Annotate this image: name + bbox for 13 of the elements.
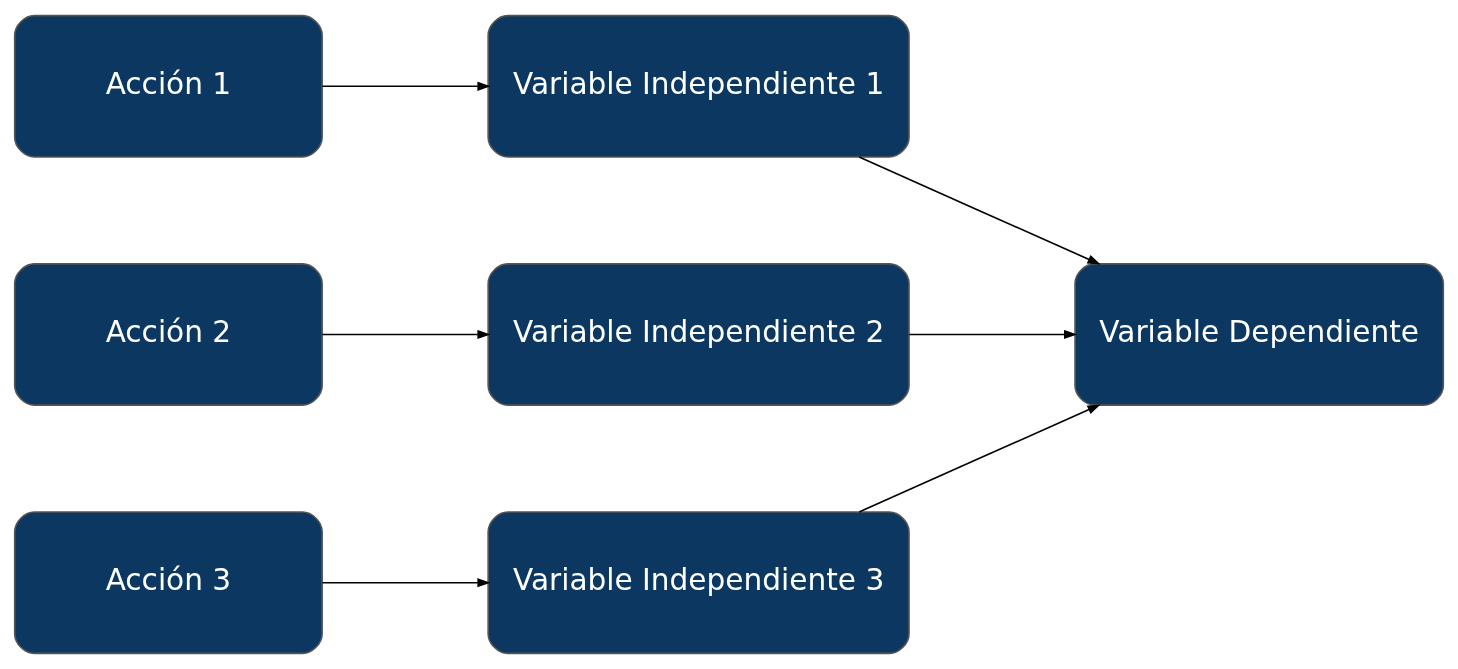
node-box: Variable Independiente 3 [487, 511, 910, 655]
arrow [321, 81, 491, 91]
node-box: Acción 1 [13, 14, 323, 158]
arrow [321, 578, 491, 588]
arrow [908, 329, 1078, 340]
node-box: Variable Independiente 1 [487, 14, 910, 158]
arrow [858, 156, 1101, 265]
node-box: Acción 2 [13, 263, 323, 406]
node-box: Variable Dependiente [1074, 263, 1445, 406]
arrow [321, 329, 491, 340]
node-box: Acción 3 [13, 511, 323, 655]
node-box: Variable Independiente 2 [487, 263, 910, 406]
arrow [858, 404, 1101, 513]
